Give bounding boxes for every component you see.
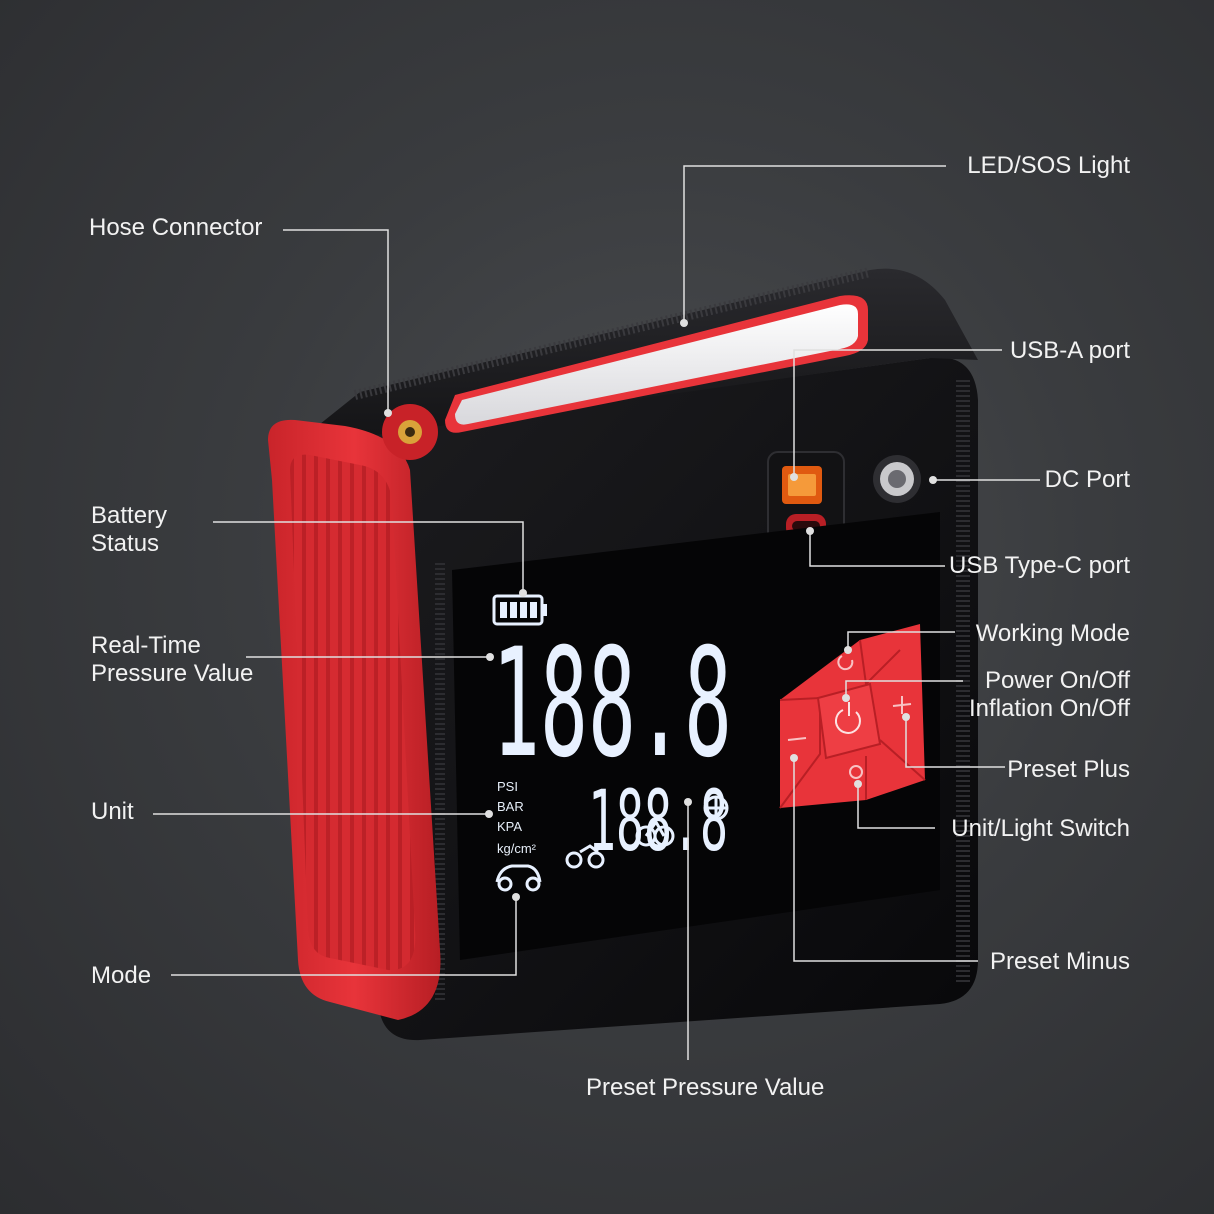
light-icon[interactable] — [849, 765, 863, 779]
mode-icon[interactable] — [837, 655, 854, 671]
label-real-time-1: Real-Time — [91, 632, 201, 659]
car-icon — [495, 864, 542, 892]
label-unit-light-switch: Unit/Light Switch — [951, 815, 1130, 842]
lcd-display — [452, 512, 940, 960]
battery-full-icon — [492, 594, 547, 626]
label-power-on-off: Power On/Off — [985, 667, 1130, 694]
minus-icon[interactable] — [787, 737, 807, 741]
label-mode: Mode — [91, 962, 152, 989]
label-preset-minus: Preset Minus — [989, 948, 1130, 975]
label-usb-type-c-port: USB Type-C port — [949, 552, 1130, 579]
plus-icon[interactable] — [892, 696, 912, 714]
label-preset-pressure-value: Preset Pressure Value — [586, 1074, 825, 1101]
label-led-sos-light: LED/SOS Light — [967, 152, 1130, 179]
label-preset-plus: Preset Plus — [1007, 756, 1130, 783]
label-battery-status-1: Battery — [91, 502, 168, 529]
control-pad — [779, 624, 926, 809]
label-hose-connector: Hose Connector — [89, 214, 263, 241]
label-working-mode: Working Mode — [975, 620, 1130, 647]
bicycle-icon — [635, 819, 675, 847]
real-time-pressure-digits: 188.8 — [492, 617, 732, 791]
unit-psi: PSI — [497, 779, 518, 794]
unit-bar: BAR — [497, 799, 524, 814]
label-usb-a-port: USB-A port — [1009, 337, 1130, 364]
label-battery-status-2: Status — [91, 530, 160, 557]
label-dc-port: DC Port — [1044, 466, 1130, 493]
motorcycle-icon — [565, 844, 605, 869]
leader-lines — [153, 165, 1040, 1060]
unit-kpa: KPA — [497, 819, 522, 834]
unit-kgcm2: kg/cm² — [497, 841, 537, 856]
label-real-time-2: Pressure Value — [91, 660, 254, 687]
preset-pressure-digits: 188.8 — [588, 772, 728, 870]
power-icon — [834, 702, 861, 734]
power-button[interactable] — [816, 682, 882, 760]
label-unit: Unit — [91, 798, 134, 825]
label-inflation-on-off: Inflation On/Off — [969, 695, 1130, 722]
ball-icon — [703, 795, 729, 821]
